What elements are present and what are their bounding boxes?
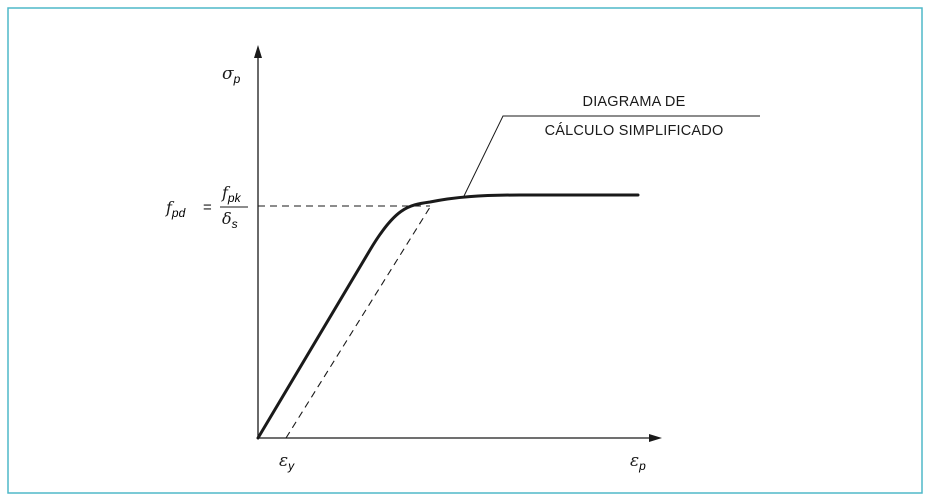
- callout-leader-line: [463, 115, 760, 197]
- actual-stress-strain-curve: [256, 193, 640, 440]
- x-axis-arrowhead: [649, 434, 662, 442]
- formula-lhs: fpd: [165, 198, 186, 220]
- diagram-frame: [7, 7, 923, 494]
- y-axis-arrowhead: [254, 45, 262, 58]
- callout-label-line2: CÁLCULO SIMPLIFICADO: [545, 122, 724, 139]
- callout-label-line1: DIAGRAMA DE: [583, 94, 686, 110]
- simplified-diagram-dashed-line: [285, 203, 433, 439]
- yield-strain-label: εy: [279, 451, 295, 473]
- formula-denominator: δs: [222, 209, 238, 231]
- x-axis-label: εp: [630, 451, 646, 473]
- design-stress-formula: fpd = fpk δs: [165, 183, 248, 231]
- y-axis-label: σp: [222, 64, 241, 86]
- formula-equals: =: [203, 199, 212, 216]
- formula-numerator: fpk: [221, 183, 242, 205]
